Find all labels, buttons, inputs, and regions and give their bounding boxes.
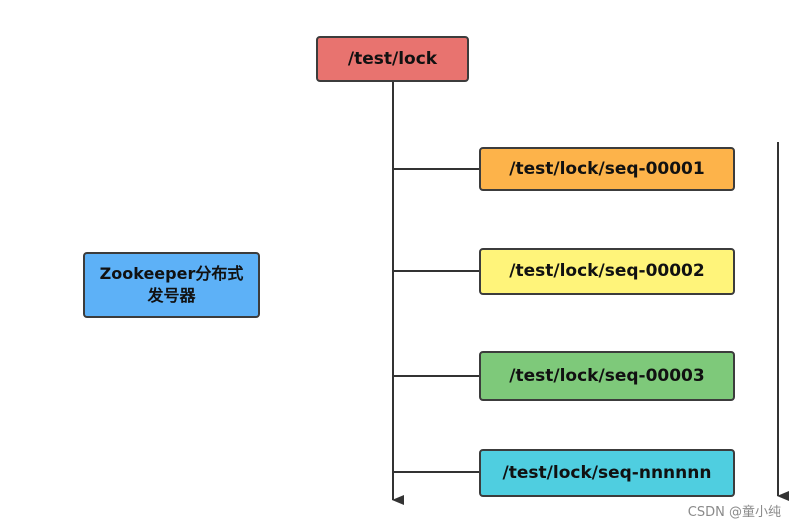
child-node-seq-nnnnnn: /test/lock/seq-nnnnnn — [479, 449, 735, 497]
side-note-node: Zookeeper分布式发号器 — [83, 252, 260, 318]
side-note-label: Zookeeper分布式发号器 — [99, 264, 244, 305]
child-node-label: /test/lock/seq-00003 — [509, 365, 705, 386]
child-node-seq-00001: /test/lock/seq-00001 — [479, 147, 735, 191]
child-node-label: /test/lock/seq-nnnnnn — [502, 462, 712, 483]
root-node-label: /test/lock — [347, 48, 438, 69]
root-node: /test/lock — [316, 36, 469, 82]
child-node-seq-00002: /test/lock/seq-00002 — [479, 248, 735, 295]
child-node-label: /test/lock/seq-00002 — [509, 261, 705, 282]
watermark: CSDN @童小纯 — [687, 505, 781, 520]
child-node-label: /test/lock/seq-00001 — [509, 158, 705, 179]
child-node-seq-00003: /test/lock/seq-00003 — [479, 351, 735, 401]
